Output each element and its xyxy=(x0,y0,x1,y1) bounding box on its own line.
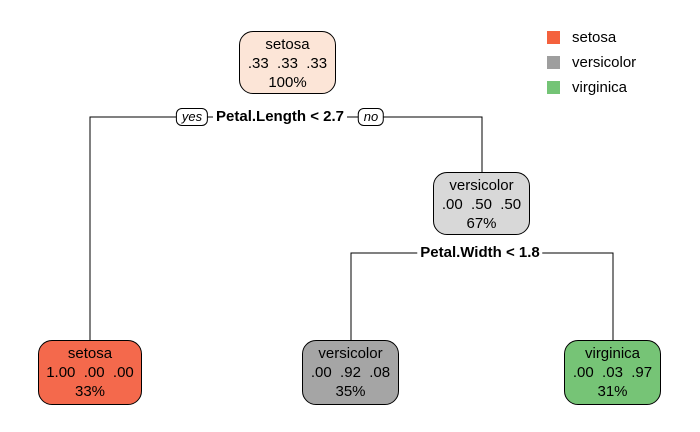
branch-split1 xyxy=(89,116,483,341)
node-percent: 33% xyxy=(74,383,106,400)
node-class-label: versicolor xyxy=(318,345,383,362)
tree-leaf-virginica: virginica .00 .03 .97 31% xyxy=(564,340,661,405)
legend-item-versicolor: versicolor xyxy=(547,50,636,75)
node-class-label: setosa xyxy=(265,36,310,53)
node-percent: 31% xyxy=(597,383,628,400)
node-percent: 100% xyxy=(268,74,307,91)
split1-condition: Petal.Length < 2.7 xyxy=(213,108,347,126)
node-class-label: versicolor xyxy=(449,177,514,194)
legend-label: virginica xyxy=(572,79,628,96)
node-probabilities: .00 .50 .50 xyxy=(441,196,522,213)
class-legend: setosa versicolor virginica xyxy=(547,25,636,100)
node-percent: 67% xyxy=(466,215,497,232)
branch-split2 xyxy=(350,252,614,341)
setosa-swatch-icon xyxy=(547,31,560,44)
node-class-label: virginica xyxy=(584,345,641,362)
tree-leaf-setosa: setosa 1.00 .00 .00 33% xyxy=(38,340,142,405)
node-class-label: setosa xyxy=(67,345,113,362)
split1-no-label: no xyxy=(357,108,385,126)
legend-item-setosa: setosa xyxy=(547,25,636,50)
split2-condition: Petal.Width < 1.8 xyxy=(417,244,543,262)
versicolor-swatch-icon xyxy=(547,56,560,69)
node-probabilities: .33 .33 .33 xyxy=(247,55,328,72)
node-probabilities: .00 .92 .08 xyxy=(310,364,391,381)
node-probabilities: .00 .03 .97 xyxy=(572,364,653,381)
split1-yes-label: yes xyxy=(175,108,209,126)
tree-leaf-versicolor: versicolor .00 .92 .08 35% xyxy=(302,340,399,405)
tree-node-root: setosa .33 .33 .33 100% xyxy=(239,31,336,94)
node-percent: 35% xyxy=(335,383,366,400)
legend-item-virginica: virginica xyxy=(547,75,636,100)
virginica-swatch-icon xyxy=(547,81,560,94)
tree-node-versicolor-internal: versicolor .00 .50 .50 67% xyxy=(433,172,530,235)
node-probabilities: 1.00 .00 .00 xyxy=(46,364,134,381)
legend-label: setosa xyxy=(572,29,617,46)
legend-label: versicolor xyxy=(572,54,637,71)
